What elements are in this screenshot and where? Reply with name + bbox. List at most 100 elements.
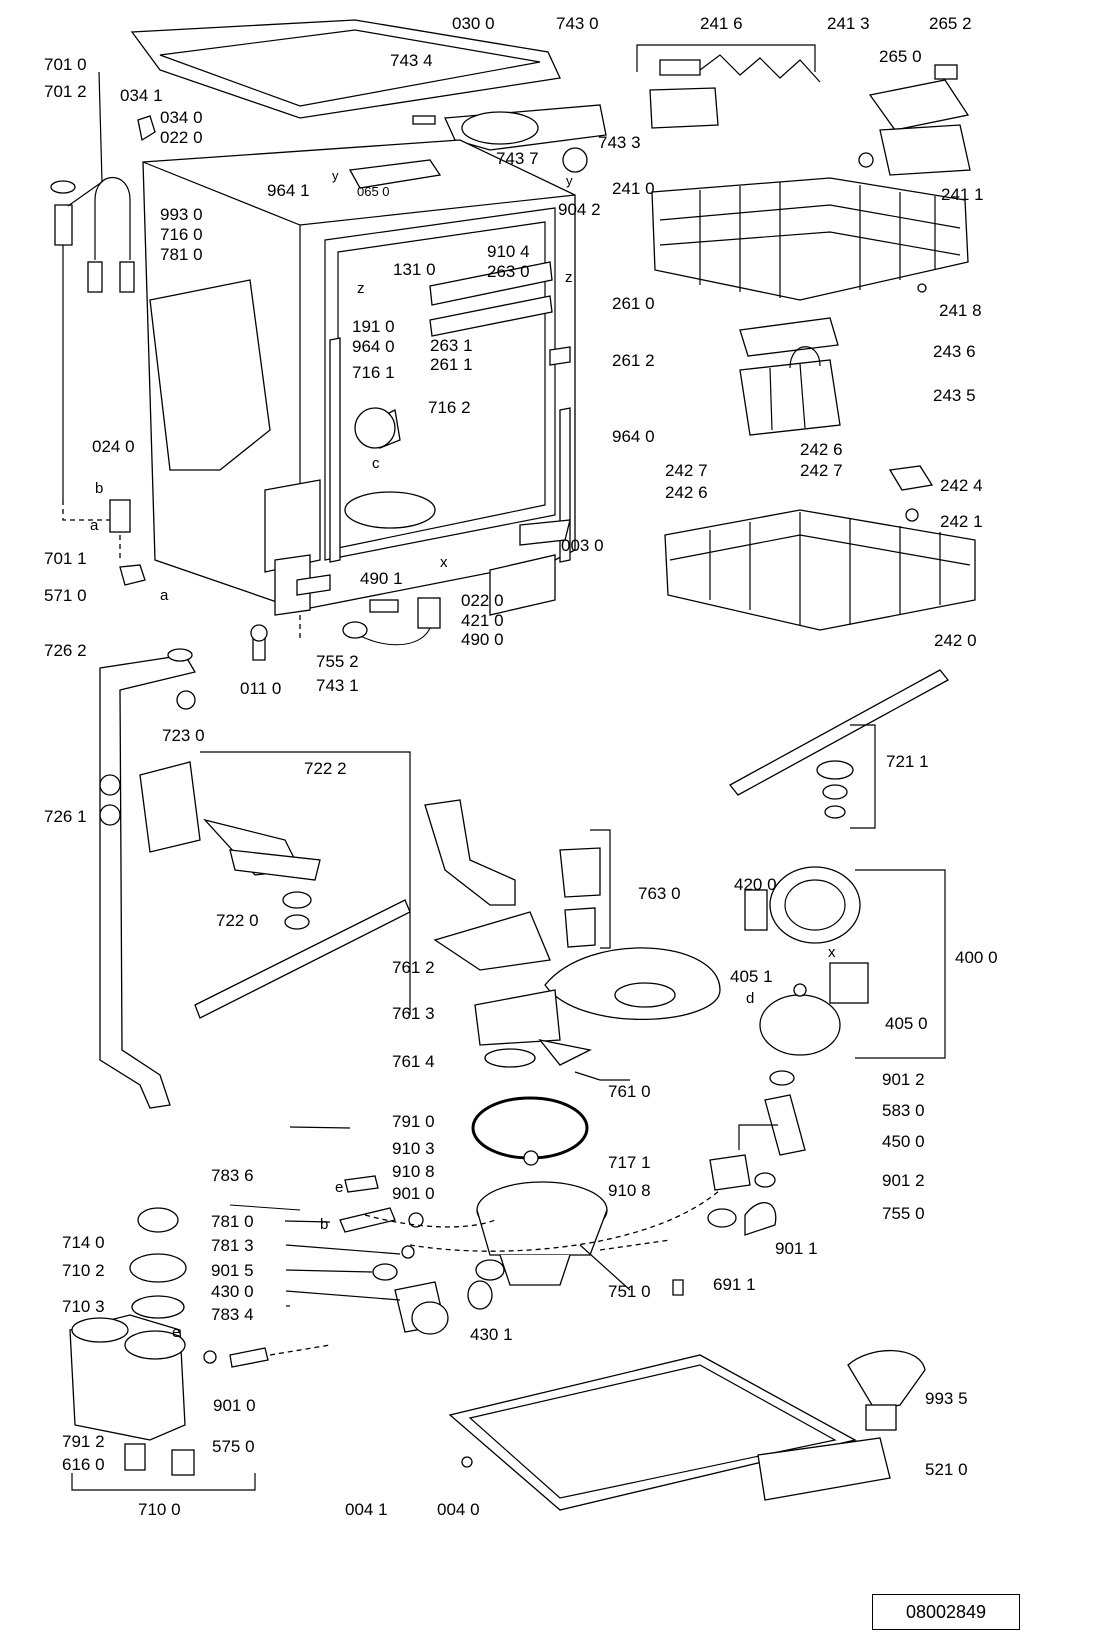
part-label-726-2: 726 2 (44, 641, 87, 660)
part-label-420-0: 420 0 (734, 875, 777, 894)
lower-basket (664, 465, 976, 631)
part-label-743-7: 743 7 (496, 149, 539, 168)
part-label-710-2: 710 2 (62, 1261, 105, 1280)
part-label-722-2: 722 2 (304, 759, 347, 778)
part-label-701-1: 701 1 (44, 549, 87, 568)
part-label-910-8-b: 910 8 (608, 1181, 651, 1200)
part-label-405-1: 405 1 (730, 967, 773, 986)
part-label-405-0: 405 0 (885, 1014, 928, 1033)
letter-mark: z (565, 269, 573, 286)
part-label-583-0: 583 0 (882, 1101, 925, 1120)
part-label-691-1: 691 1 (713, 1275, 756, 1294)
part-label-910-4: 910 4 (487, 242, 530, 261)
letter-mark: y (566, 173, 573, 188)
part-label-701-0: 701 0 (44, 55, 87, 74)
part-label-701-2: 701 2 (44, 82, 87, 101)
part-label-716-1: 716 1 (352, 363, 395, 382)
part-label-761-0: 761 0 (608, 1082, 651, 1101)
sump-body (467, 1150, 608, 1310)
part-label-781-0-bottom: 781 0 (211, 1212, 254, 1231)
part-label-751-0: 751 0 (608, 1282, 651, 1301)
sump-gasket (471, 1096, 589, 1160)
part-label-743-4: 743 4 (390, 51, 433, 70)
part-label-763-0: 763 0 (638, 884, 681, 903)
part-label-191-0: 191 0 (352, 317, 395, 336)
part-label-781-0-top: 781 0 (160, 245, 203, 264)
part-label-242-6-b: 242 6 (665, 483, 708, 502)
part-label-717-1: 717 1 (608, 1153, 651, 1172)
part-label-003-0: 003 0 (561, 536, 604, 555)
part-label-761-2: 761 2 (392, 958, 435, 977)
part-label-004-1: 004 1 (345, 1500, 388, 1519)
part-label-131-0: 131 0 (393, 260, 436, 279)
heater-tube (672, 1070, 806, 1296)
part-label-723-0: 723 0 (162, 726, 205, 745)
part-label-011-0: 011 0 (240, 679, 281, 698)
part-label-743-3: 743 3 (598, 133, 641, 152)
part-label-901-0-b: 901 0 (213, 1396, 256, 1415)
dishwasher-cabinet (142, 139, 576, 616)
part-label-755-0: 755 0 (882, 1204, 925, 1223)
part-label-783-4: 783 4 (211, 1305, 254, 1324)
supply-pipe (99, 648, 197, 1109)
letter-mark: a (160, 587, 169, 604)
part-label-241-6: 241 6 (700, 14, 743, 33)
part-label-743-0: 743 0 (556, 14, 599, 33)
callout-leaders (67, 44, 946, 1491)
letter-mark: z (357, 280, 365, 297)
part-label-030-0: 030 0 (452, 14, 495, 33)
part-label-791-2: 791 2 (62, 1432, 105, 1451)
part-label-714-0: 714 0 (62, 1233, 105, 1252)
letter-mark: a (90, 517, 99, 534)
letter-mark: b (95, 480, 103, 497)
part-label-034-1: 034 1 (120, 86, 163, 105)
part-label-400-0: 400 0 (955, 948, 998, 967)
part-label-004-0: 004 0 (437, 1500, 480, 1519)
part-label-901-0-a: 901 0 (392, 1184, 435, 1203)
control-panel-and-funnel (757, 1349, 926, 1501)
part-label-716-0: 716 0 (160, 225, 203, 244)
small-fittings (137, 115, 588, 661)
part-label-910-8-a: 910 8 (392, 1162, 435, 1181)
letter-mark: e (335, 1179, 343, 1196)
part-label-450-0: 450 0 (882, 1132, 925, 1151)
part-label-242-7-b: 242 7 (800, 461, 843, 480)
part-label-716-2: 716 2 (428, 398, 471, 417)
part-label-034-0: 034 0 (160, 108, 203, 127)
part-label-993-5: 993 5 (925, 1389, 968, 1408)
assembly-guide-lines (62, 500, 721, 1356)
part-label-241-8: 241 8 (939, 301, 982, 320)
basket-accessories (649, 54, 971, 176)
part-label-964-0-upper: 964 0 (352, 337, 395, 356)
letter-mark: d (746, 990, 754, 1007)
letter-mark: y (332, 168, 339, 183)
sump-filter-assembly (424, 799, 721, 1068)
letter-mark: x (440, 554, 448, 571)
part-label-993-0: 993 0 (160, 205, 203, 224)
part-label-910-3: 910 3 (392, 1139, 435, 1158)
part-label-242-1: 242 1 (940, 512, 983, 531)
part-label-571-0: 571 0 (44, 586, 87, 605)
water-softener (69, 1207, 195, 1476)
part-label-901-2-a: 901 2 (882, 1070, 925, 1089)
document-number: 08002849 (872, 1594, 1020, 1630)
part-label-901-1: 901 1 (775, 1239, 818, 1258)
part-label-261-0: 261 0 (612, 294, 655, 313)
cutlery-basket (739, 317, 841, 436)
part-label-241-1: 241 1 (941, 185, 984, 204)
part-label-242-4: 242 4 (940, 476, 983, 495)
part-label-710-0: 710 0 (138, 1500, 181, 1519)
base-tray (448, 1354, 857, 1511)
part-label-421-0: 421 0 (461, 611, 504, 630)
part-label-490-0: 490 0 (461, 630, 504, 649)
part-label-783-6: 783 6 (211, 1166, 254, 1185)
part-label-430-1: 430 1 (470, 1325, 513, 1344)
letter-mark: c (372, 455, 380, 472)
upper-basket (651, 177, 969, 301)
part-label-616-0: 616 0 (62, 1455, 105, 1474)
lower-spray-arm-assembly (139, 761, 411, 1019)
part-label-781-3: 781 3 (211, 1236, 254, 1255)
part-label-261-2: 261 2 (612, 351, 655, 370)
part-label-265-0: 265 0 (879, 47, 922, 66)
